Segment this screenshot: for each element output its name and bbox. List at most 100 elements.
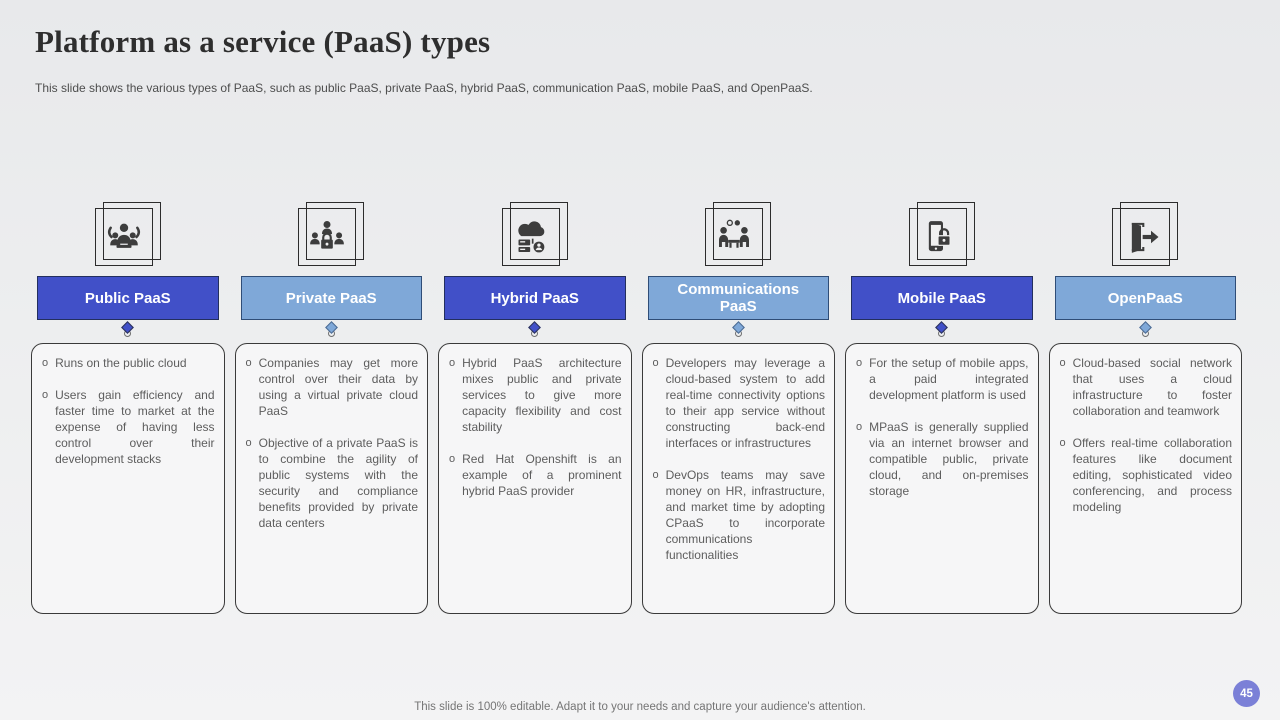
bullet-text: Objective of a private PaaS is to combin… [258, 436, 418, 530]
icon-frame [295, 202, 367, 272]
column-header-label: Private PaaS [285, 289, 377, 307]
icon-frame-front-square [705, 208, 764, 266]
bullet-text: Offers real-time collaboration features … [1072, 436, 1232, 514]
connector-pin [845, 320, 1039, 343]
bullet-text: Runs on the public cloud [55, 356, 187, 370]
bullet-marker: o [449, 357, 456, 369]
connector-diamond [1138, 321, 1152, 334]
bullet-item: o Objective of a private PaaS is to combi… [243, 435, 419, 531]
icon-frame-front-square [908, 208, 967, 266]
description-box: o Companies may get more control over the… [234, 343, 428, 614]
column-header-label: Hybrid PaaS [490, 289, 579, 307]
bullet-text: For the setup of mobile apps, a paid int… [869, 356, 1029, 402]
bullet-item: o Red Hat Openshift is an example of a pr… [446, 451, 622, 499]
bullet-list: o Companies may get more control over the… [243, 355, 419, 531]
connector-pin [1049, 320, 1243, 343]
icon-frame-front-square [94, 208, 153, 266]
icon-frame [92, 202, 164, 272]
connector-diamond [324, 321, 338, 334]
bullet-marker: o [1059, 437, 1066, 449]
private-group-lock-icon [307, 217, 347, 257]
bullet-item: o Companies may get more control over the… [243, 355, 419, 419]
slide-subtitle: This slide shows the various types of Pa… [35, 81, 813, 95]
bullet-item: o Users gain efficiency and faster time t… [39, 387, 215, 467]
header-public-paas: Public PaaS [37, 276, 219, 320]
bullet-item: o Hybrid PaaS architecture mixes public a… [446, 355, 622, 435]
bullet-text: Users gain efficiency and faster time to… [55, 388, 215, 466]
column-header-label: Communications PaaS [677, 281, 800, 315]
icon-frame-back-square [509, 202, 568, 260]
bullet-item: o MPaaS is generally supplied via an inte… [853, 419, 1029, 499]
description-box: o Hybrid PaaS architecture mixes public a… [438, 343, 632, 614]
header-private-paas: Private PaaS [240, 276, 422, 320]
description-box: o For the setup of mobile apps, a paid in… [845, 343, 1039, 614]
bullet-marker: o [245, 437, 252, 449]
bullet-marker: o [245, 357, 252, 369]
connector-pin [235, 320, 429, 343]
icon-frame [906, 202, 978, 272]
bullet-marker: o [856, 421, 863, 433]
bullet-item: o Offers real-time collaboration features… [1057, 435, 1233, 515]
bullet-marker: o [449, 453, 456, 465]
bullet-text: Hybrid PaaS architecture mixes public an… [462, 356, 622, 434]
bullet-marker: o [42, 389, 49, 401]
bullet-list: o For the setup of mobile apps, a paid in… [853, 355, 1029, 499]
bullet-text: Companies may get more control over thei… [258, 356, 418, 418]
header-openpaas: OpenPaaS [1054, 276, 1236, 320]
bullet-marker: o [1059, 357, 1066, 369]
icon-frame [499, 202, 571, 272]
bullet-marker: o [652, 357, 659, 369]
bullet-item: o DevOps teams may save money on HR, infr… [650, 467, 826, 563]
bullet-text: DevOps teams may save money on HR, infra… [665, 468, 825, 562]
icon-frame-back-square [713, 202, 772, 260]
hybrid-cloud-server-icon [511, 217, 551, 257]
icon-frame-back-square [1120, 202, 1179, 260]
icon-frame-back-square [306, 202, 365, 260]
header-hybrid-paas: Hybrid PaaS [444, 276, 626, 320]
footer-note: This slide is 100% editable. Adapt it to… [414, 701, 866, 713]
column-header-label: OpenPaaS [1107, 289, 1183, 307]
connector-pin [438, 320, 632, 343]
paas-column-hybrid-paas: Hybrid PaaS o Hybrid PaaS architecture mi… [438, 202, 632, 614]
bullet-marker: o [856, 357, 863, 369]
open-door-arrow-icon [1121, 217, 1161, 257]
header-mobile-paas: Mobile PaaS [851, 276, 1033, 320]
icon-frame-back-square [916, 202, 975, 260]
column-header-label: Public PaaS [84, 289, 171, 307]
icon-frame [702, 202, 774, 272]
connector-pin [31, 320, 225, 343]
icon-frame [1109, 202, 1181, 272]
bullet-text: MPaaS is generally supplied via an inter… [869, 420, 1029, 498]
column-header-label: Mobile PaaS [897, 289, 986, 307]
connector-diamond [731, 321, 745, 334]
communication-people-icon [714, 217, 754, 257]
bullet-list: o Hybrid PaaS architecture mixes public a… [446, 355, 622, 499]
icon-frame-front-square [1112, 208, 1171, 266]
page-title: Platform as a service (PaaS) types [35, 24, 491, 59]
crowd-users-icon [104, 217, 144, 257]
bullet-text: Red Hat Openshift is an example of a pro… [462, 452, 622, 498]
bullet-item: o For the setup of mobile apps, a paid in… [853, 355, 1029, 403]
icon-frame-front-square [501, 208, 560, 266]
page-number-badge: 45 [1233, 680, 1260, 707]
bullet-marker: o [652, 469, 659, 481]
paas-column-mobile-paas: Mobile PaaS o For the setup of mobile app… [845, 202, 1039, 614]
icon-frame-back-square [102, 202, 161, 260]
icon-frame-front-square [298, 208, 357, 266]
connector-pin [642, 320, 836, 343]
mobile-lock-icon [918, 217, 958, 257]
header-communications-paas: Communications PaaS [647, 276, 829, 320]
